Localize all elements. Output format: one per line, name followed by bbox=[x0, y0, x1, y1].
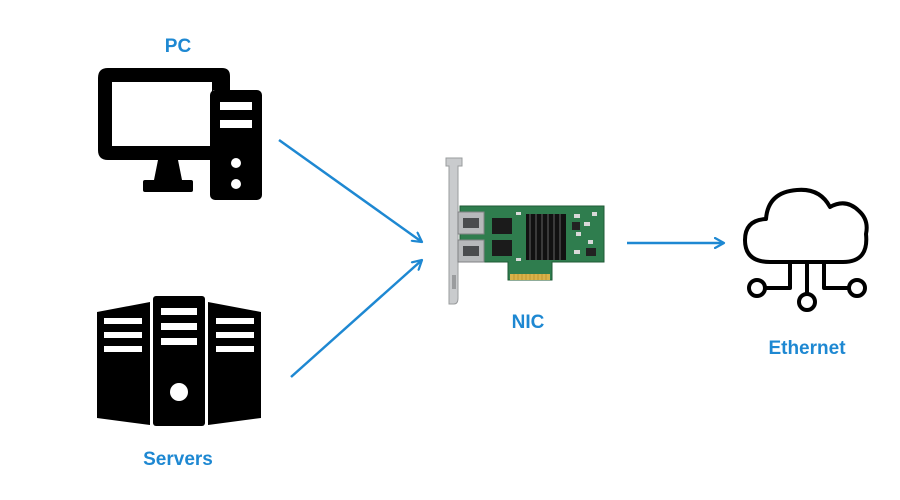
network-interface-card bbox=[445, 157, 605, 305]
arrow-servers-to-nic bbox=[290, 260, 422, 378]
pc-label: PC bbox=[164, 36, 192, 57]
desktop-computer-icon bbox=[98, 68, 262, 200]
servers-label: Servers bbox=[143, 449, 213, 470]
cloud-network-icon bbox=[743, 187, 869, 312]
server-rack-icon bbox=[97, 296, 261, 426]
arrow-pc-to-nic bbox=[278, 138, 422, 242]
nic-label: NIC bbox=[511, 312, 545, 333]
ethernet-label: Ethernet bbox=[768, 338, 846, 359]
